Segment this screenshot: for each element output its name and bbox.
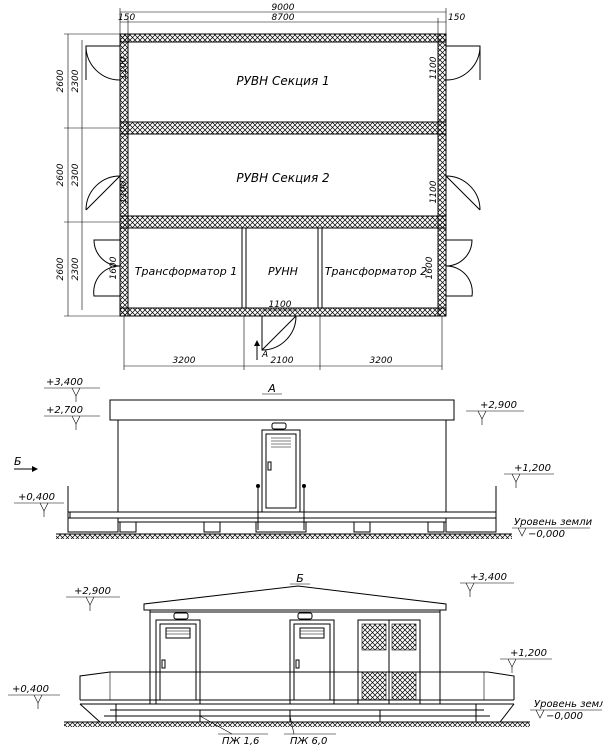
dim-door-4: 1100 [429,180,439,203]
level-b-right-top: +3,400 [470,572,507,583]
ground-b-value: −0,000 [546,711,583,722]
louver-grille [361,623,417,701]
room-transformer-2: Трансформатор 2 [325,265,427,278]
dim-row-outer-2: 2600 [56,163,66,186]
dim-door-3: 1100 [119,180,129,203]
dim-total: 9000 [272,3,295,13]
plan-view: 9000 8700 150 150 2600 2300 2600 2300 26… [56,3,481,370]
elevation-a-title: А [267,382,276,395]
level-a-right-mid: +1,200 [514,463,551,474]
room-section-1: РУВН Секция 1 [236,74,329,88]
level-a-right-top: +2,900 [480,400,517,411]
room-runn: РУНН [268,265,298,278]
dim-inner: 8700 [272,13,295,23]
dim-row-inner-1: 2300 [71,69,81,92]
dim-door-bottom: 1100 [269,300,292,310]
side-mark-b: Б [14,455,22,468]
dim-door-6: 1600 [425,256,435,279]
dim-door-5: 1600 [109,256,119,279]
dim-door-2: 1100 [429,56,439,79]
dim-bottom-3: 3200 [370,356,393,366]
dim-bottom-2: 2100 [271,356,294,366]
dim-row-outer-3: 2600 [56,257,66,280]
vent-grille [271,437,291,448]
level-b-right-mid: +1,200 [510,648,547,659]
foundation-2: ПЖ 6,0 [290,736,327,747]
room-transformer-1: Трансформатор 1 [135,265,237,278]
ground-a-value: −0,000 [528,529,565,540]
dim-wall-right: 150 [448,13,465,23]
elevation-b-title: Б [296,572,304,585]
dim-door-1: 1100 [119,56,129,79]
ground-a-label: Уровень земли [514,517,593,528]
ground-b-label: Уровень земли [534,699,603,710]
elevation-b: Б [8,572,603,747]
level-b-left-top: +2,900 [74,586,111,597]
dim-wall-left: 150 [118,13,135,23]
room-section-2: РУВН Секция 2 [236,171,329,185]
dim-row-inner-2: 2300 [71,163,81,186]
elevation-a: А [14,377,593,540]
level-a-mid: +2,700 [46,405,83,416]
foundation-1: ПЖ 1,6 [222,736,259,747]
view-mark-a: А [261,350,268,360]
level-a-top: +3,400 [46,377,83,388]
dim-row-outer-1: 2600 [56,69,66,92]
level-b-low: +0,400 [12,684,49,695]
dim-row-inner-3: 2300 [71,257,81,280]
dim-bottom-1: 3200 [173,356,196,366]
level-a-low: +0,400 [18,492,55,503]
